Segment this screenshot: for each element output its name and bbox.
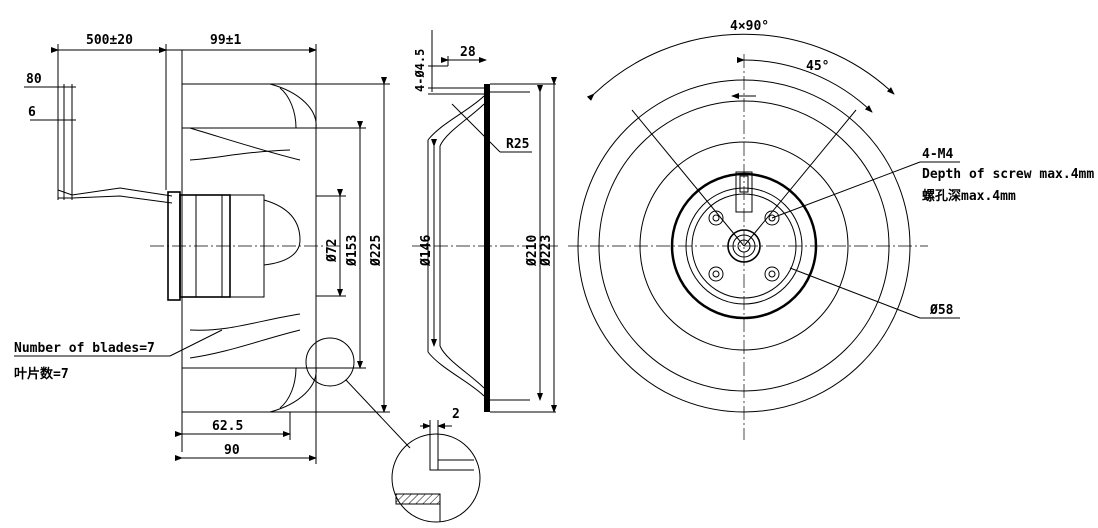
front-view [568, 33, 960, 440]
dim-lead-6: 6 [28, 105, 36, 120]
dim-radius: R25 [506, 137, 529, 152]
dim-gap-2: 2 [452, 407, 460, 422]
dim-62-5: 62.5 [212, 419, 243, 434]
dim-plate-223: Ø223 [539, 235, 554, 267]
dim-bolt-circle: Ø58 [929, 303, 954, 318]
section-view [391, 30, 560, 523]
dim-angle-spacing: 4×90° [730, 19, 769, 34]
side-view [14, 44, 411, 464]
blades-note-cn: 叶片数=7 [14, 366, 69, 382]
blades-note-en: Number of blades=7 [14, 341, 155, 356]
dim-outer-225: Ø225 [369, 235, 384, 267]
dim-plate-210: Ø210 [525, 235, 540, 267]
dim-fan-height: 99±1 [210, 33, 241, 48]
dim-inlet-146: Ø146 [419, 235, 434, 267]
dim-angle-45: 45° [806, 59, 829, 74]
dim-motor-diameter: Ø72 [325, 239, 340, 263]
dim-mount-holes: 4-Ø4.5 [413, 49, 427, 92]
screw-spec: 4-M4 [922, 147, 953, 162]
screw-depth-en: Depth of screw max.4mm [922, 167, 1094, 182]
dim-90: 90 [224, 443, 240, 458]
dim-lead-80: 80 [26, 72, 42, 87]
screw-depth-cn: 螺孔深max.4mm [922, 188, 1016, 204]
dim-flange-28: 28 [460, 45, 476, 60]
dim-cable-length: 500±20 [86, 33, 133, 48]
dim-inlet-153: Ø153 [345, 235, 360, 267]
